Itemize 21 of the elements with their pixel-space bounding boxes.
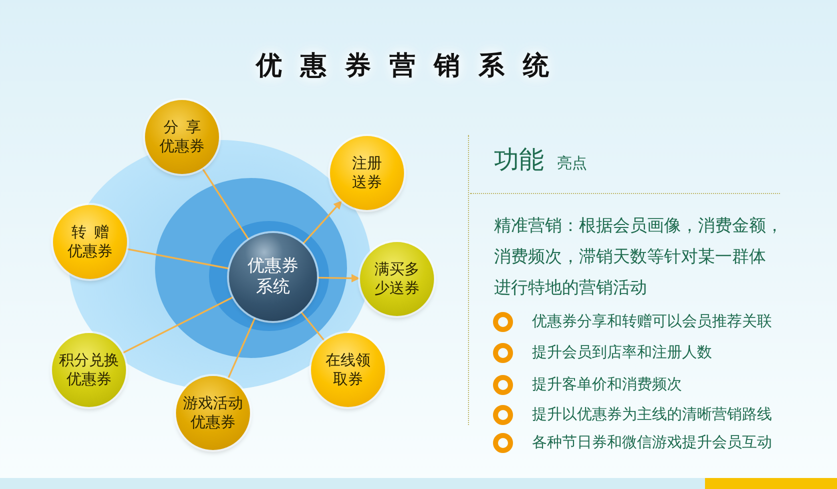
bullet-text: 各种节日券和微信游戏提升会员互动 — [532, 435, 772, 450]
arrow — [318, 274, 360, 283]
arrow — [302, 200, 342, 244]
circle-node: 满买多少送券 — [360, 242, 434, 316]
connector-line — [127, 248, 229, 270]
connector-line — [300, 311, 325, 341]
circle-node: 积分兑换优惠券 — [52, 333, 126, 407]
bullet-text: 提升以优惠券为主线的清晰营销路线 — [532, 407, 772, 422]
connector-line — [228, 318, 256, 379]
bullet-text: 提升会员到店率和注册人数 — [532, 345, 712, 360]
circle-node: 注册送券 — [330, 136, 404, 210]
subheading: 亮点 — [557, 156, 587, 171]
circle-node: 在线领取券 — [311, 333, 385, 407]
circle-node: 游戏活动优惠券 — [176, 376, 250, 450]
title: 优惠券营销系统 — [256, 52, 568, 81]
bullet-text: 提升客单价和消费频次 — [532, 377, 682, 392]
paragraph: 精准营销：根据会员画像，消费金额，消费频次，滞销天数等针对某一群体进行特地的营销活动 — [494, 215, 783, 300]
circle-node: 分享优惠券 — [145, 100, 219, 174]
heading: 功能 — [494, 147, 544, 172]
bullet-text: 优惠券分享和转赠可以会员推荐关联 — [532, 314, 772, 329]
connector-line — [122, 296, 234, 354]
